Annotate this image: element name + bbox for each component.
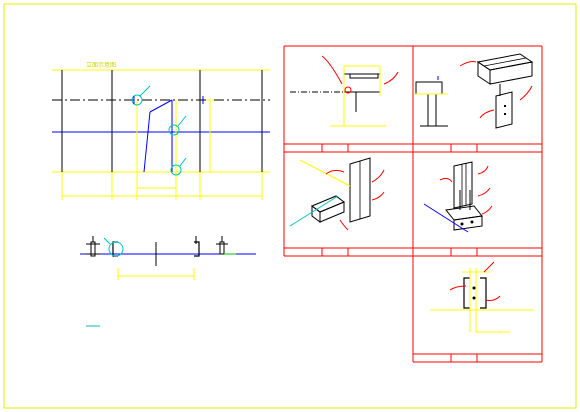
plan-section [80,236,256,327]
sheet-border [3,3,577,409]
detail-1 [290,55,399,127]
detail-2 [414,53,534,129]
elevation-label: 立面示意图 [86,61,116,69]
detail-3 [289,157,385,231]
detail-5 [430,261,534,333]
elevation-view: 立面示意图 [52,61,270,200]
detail-4 [423,161,493,233]
detail-grid [283,45,543,363]
